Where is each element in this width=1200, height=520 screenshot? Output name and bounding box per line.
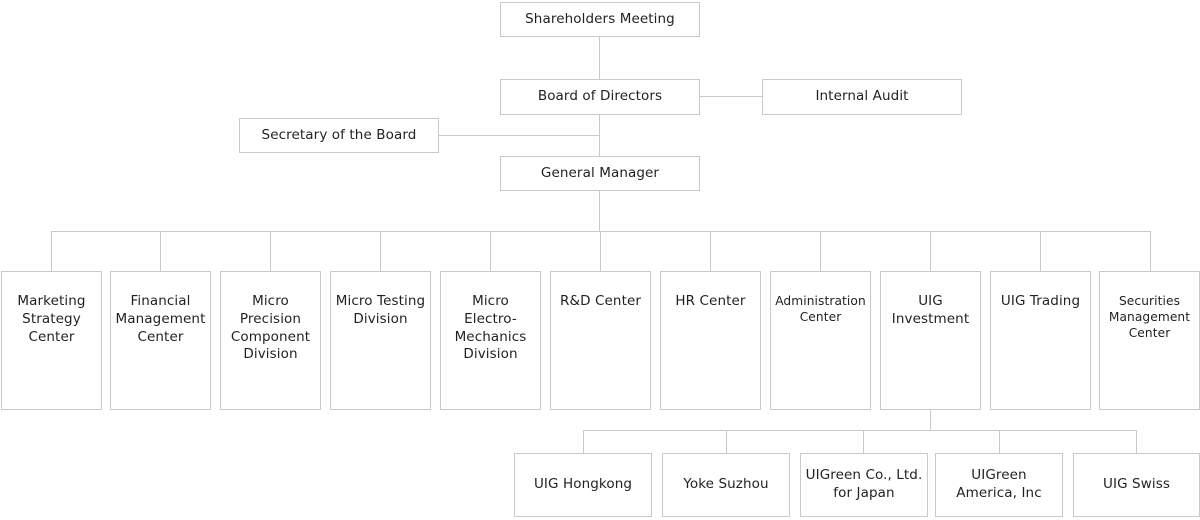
connector-drop-uigreen-america [999,430,1000,453]
connector-drop-uig-hongkong [583,430,584,453]
connector-shareholders-to-board [599,37,600,79]
node-rd-center[interactable]: R&D Center [550,271,651,410]
connector-general-manager-to-bus [599,191,600,232]
connector-drop-marketing-strategy-center [51,231,52,271]
connector-uig-investment-to-subsidiary-bus [930,410,931,431]
node-securities-management-center[interactable]: Securities Management Center [1099,271,1200,410]
connector-drop-uig-investment [930,231,931,271]
node-uig-investment[interactable]: UIG Investment [880,271,981,410]
node-financial-management-center[interactable]: Financial Management Center [110,271,211,410]
connector-drop-administration-center [820,231,821,271]
node-yoke-suzhou[interactable]: Yoke Suzhou [662,453,790,517]
node-uig-trading[interactable]: UIG Trading [990,271,1091,410]
connector-drop-uig-swiss [1136,430,1137,453]
connector-drop-uig-trading [1040,231,1041,271]
node-marketing-strategy-center[interactable]: Marketing Strategy Center [1,271,102,410]
node-uig-swiss[interactable]: UIG Swiss [1073,453,1200,517]
node-uigreen-japan[interactable]: UIGreen Co., Ltd. for Japan [800,453,928,517]
connector-drop-yoke-suzhou [726,430,727,453]
connector-drop-micro-electro-mechanics-division [490,231,491,271]
node-administration-center[interactable]: Administration Center [770,271,871,410]
node-micro-testing-division[interactable]: Micro Testing Division [330,271,431,410]
connector-secretary-to-spine [439,135,600,136]
node-internal-audit[interactable]: Internal Audit [762,79,962,115]
connector-subsidiary-bus [583,430,1137,431]
connector-division-bus [51,231,1151,232]
connector-drop-rd-center [600,231,601,271]
node-shareholders-meeting[interactable]: Shareholders Meeting [500,2,700,37]
node-general-manager[interactable]: General Manager [500,156,700,191]
node-micro-electro-mechanics-division[interactable]: Micro Electro-Mechanics Division [440,271,541,410]
connector-drop-hr-center [710,231,711,271]
connector-drop-micro-precision-component-division [270,231,271,271]
node-micro-precision-component-division[interactable]: Micro Precision Component Division [220,271,321,410]
connector-drop-securities-management-center [1150,231,1151,271]
node-secretary-of-the-board[interactable]: Secretary of the Board [239,118,439,153]
connector-drop-financial-management-center [160,231,161,271]
connector-drop-micro-testing-division [380,231,381,271]
connector-board-to-internal-audit [700,96,762,97]
node-board-of-directors[interactable]: Board of Directors [500,79,700,115]
node-uigreen-america[interactable]: UIGreen America, Inc [935,453,1063,517]
node-uig-hongkong[interactable]: UIG Hongkong [514,453,652,517]
connector-drop-uigreen-japan [863,430,864,453]
node-hr-center[interactable]: HR Center [660,271,761,410]
